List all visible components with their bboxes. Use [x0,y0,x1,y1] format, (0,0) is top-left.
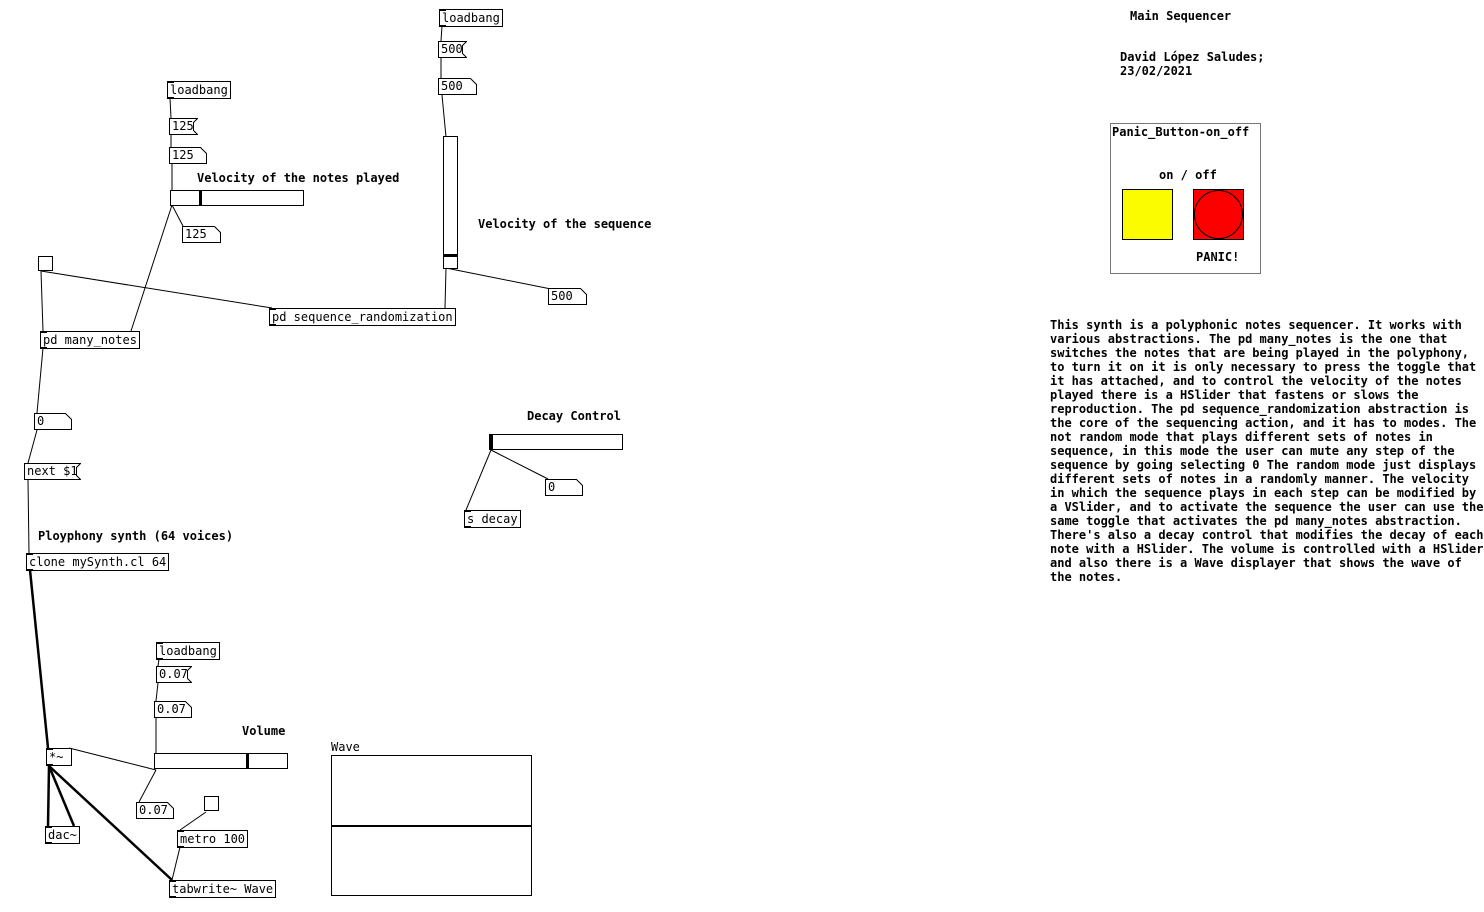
number-box-shape [545,479,583,496]
msg-125-text: 125 [172,119,194,133]
multiply-signal[interactable]: *~ [46,748,72,766]
loadbang-sequence[interactable]: loadbang [439,9,503,27]
msg-125[interactable]: 125 [169,118,198,135]
wave-array-display[interactable] [331,755,532,896]
msg-box-shape [169,118,198,135]
hslider-knob[interactable] [199,191,202,205]
metro-toggle[interactable] [204,796,219,811]
number-500-top[interactable]: 500 [438,78,477,95]
number-0-07-top[interactable]: 0.07 [154,701,192,718]
number-125-out[interactable]: 125 [182,226,221,243]
msg-0-07-text: 0.07 [159,667,188,681]
number-0-07-out[interactable]: 0.07 [136,802,174,819]
panic-panel: Panic_Button-on_off on / off PANIC! [1110,123,1261,274]
hslider-knob[interactable] [490,435,493,449]
number-0-07-top-text: 0.07 [157,702,186,716]
wave-label: Wave [331,740,360,754]
number-box-shape [169,147,207,164]
msg-box-shape [156,666,192,683]
panic-label: PANIC! [1196,250,1240,264]
msg-0-07[interactable]: 0.07 [156,666,192,683]
decay-number-text: 0 [548,480,556,494]
msg-box-shape [438,41,467,58]
decay-label: Decay Control [527,409,621,423]
bang-circle [1194,190,1243,239]
number-0-07-out-text: 0.07 [139,803,168,817]
next-message[interactable]: next $1 [24,463,81,480]
number-box-shape [182,226,221,243]
vslider-knob[interactable] [444,254,457,257]
onoff-label: on / off [1159,168,1217,182]
author-name: David López Saludes; [1120,50,1265,64]
note-number[interactable]: 0 [34,413,72,430]
number-125-out-text: 125 [185,227,207,241]
msg-box-shape [24,463,81,480]
number-125-top[interactable]: 125 [169,147,207,164]
notes-velocity-label: Velocity of the notes played [197,171,400,185]
decay-number[interactable]: 0 [545,479,583,496]
number-box-shape [548,288,587,305]
wave-zero-line [332,824,531,827]
tabwrite-wave[interactable]: tabwrite~ Wave [169,880,277,898]
volume-hslider[interactable] [154,753,288,769]
number-500-top-text: 500 [441,79,463,93]
pd-many-notes[interactable]: pd many_notes [40,331,140,349]
note-number-text: 0 [37,414,45,428]
synth-comment: Ployphony synth (64 voices) [38,529,234,543]
loadbang-notes[interactable]: loadbang [167,81,231,99]
number-500-out-text: 500 [551,289,573,303]
notes-velocity-hslider[interactable] [170,190,304,206]
number-box-shape [34,413,72,430]
dac-output[interactable]: dac~ [45,826,80,844]
next-message-text: next $1 [27,464,78,478]
sequence-velocity-vslider[interactable] [443,136,458,269]
panic-panel-title: Panic_Button-on_off [1112,125,1250,139]
msg-500-text: 500 [441,42,463,56]
metro[interactable]: metro 100 [177,830,249,848]
send-decay[interactable]: s decay [464,510,521,528]
volume-label: Volume [242,724,286,738]
number-box-shape [438,78,477,95]
pd-sequence-randomization[interactable]: pd sequence_randomization [269,308,456,326]
number-box-shape [154,701,192,718]
panic-onoff-toggle[interactable] [1122,189,1173,240]
hslider-knob[interactable] [246,754,249,768]
number-500-out[interactable]: 500 [548,288,587,305]
description-comment: This synth is a polyphonic notes sequenc… [1050,318,1484,584]
number-125-top-text: 125 [172,148,194,162]
loadbang-volume[interactable]: loadbang [156,642,220,660]
number-box-shape [136,802,174,819]
decay-hslider[interactable] [489,434,623,450]
patch-title: Main Sequencer [1130,9,1232,23]
clone-synth[interactable]: clone mySynth.cl 64 [26,553,170,571]
sequence-velocity-label: Velocity of the sequence [478,217,652,231]
author-date: 23/02/2021 [1120,64,1193,78]
panic-bang-button[interactable] [1193,189,1244,240]
msg-500[interactable]: 500 [438,41,467,58]
many-notes-toggle[interactable] [38,256,53,271]
